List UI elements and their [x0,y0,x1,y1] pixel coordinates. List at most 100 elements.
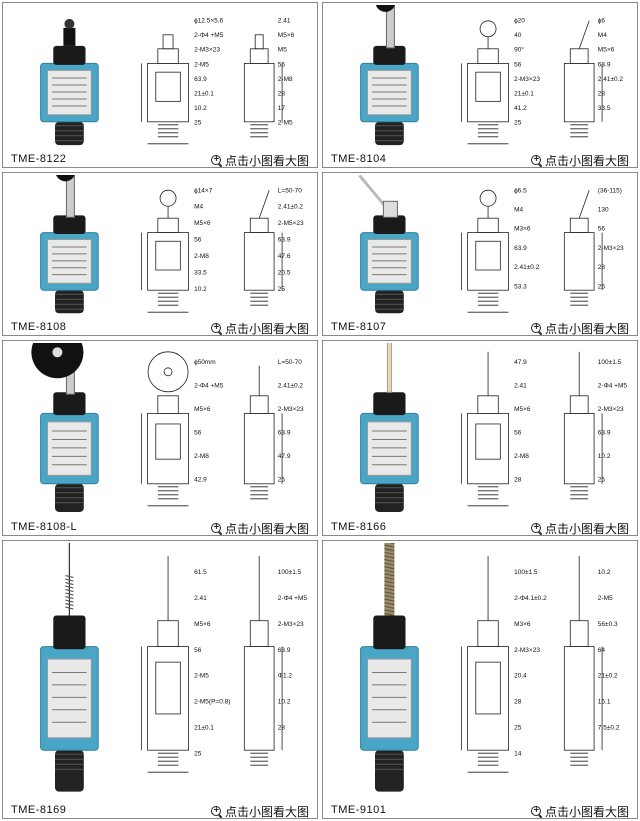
dimension-label: 100±1.5 [514,569,538,576]
view-large-link[interactable]: +点击小图看大图 [530,152,629,168]
model-label: TME-8107 [331,321,387,333]
dimension-label: M3×6 [514,226,531,233]
view-large-label: 点击小图看大图 [544,154,629,168]
dimension-label: 2-M5 [278,120,293,127]
technical-drawing [141,34,283,145]
dimension-label: 25 [278,476,286,483]
switch-photo [360,543,419,792]
model-label: TME-8122 [11,153,67,165]
dimension-label: 56 [194,647,202,654]
dimension-label: M4 [514,206,523,213]
switch-photo [360,5,419,146]
dimension-label: 40 [514,32,522,39]
dimension-label: 21±0.2 [598,673,618,680]
view-large-link[interactable]: +点击小图看大图 [210,320,309,336]
dimension-label: 33.5 [598,105,611,112]
dimension-label: M5 [278,47,287,54]
dimension-label: 130 [598,206,609,213]
dimension-label: 25 [514,120,522,127]
product-photo[interactable] [7,343,127,519]
dimension-label: (36-115) [598,187,622,194]
dimension-label: 2-M3×23 [598,406,624,413]
dimension-label: 28 [278,724,286,731]
switch-photo [40,175,99,314]
view-large-link[interactable]: +点击小图看大图 [210,520,309,535]
dimension-label: Φ1.2 [278,673,293,680]
dimension-label: 90° [514,46,524,54]
dimension-label: 63.9 [278,647,291,654]
switch-photo [31,343,99,512]
dimension-label: 2.41 [514,383,527,390]
dimension-label: 20.4 [514,673,527,680]
view-large-link[interactable]: +点击小图看大图 [530,320,629,336]
dimension-label: 2-M3×23 [278,621,304,628]
dimension-label: 2-Φ4 +M5 [194,32,224,39]
view-large-link[interactable]: +点击小图看大图 [210,152,309,167]
dimension-label: 20.5 [278,270,291,277]
dimension-label: 33.5 [194,270,207,277]
dimension-label: ɸ50mm [194,359,216,366]
view-large-link[interactable]: +点击小图看大图 [210,803,309,819]
switch-photo [40,543,99,792]
dimension-label: 2-M5(P=0.8) [194,699,230,706]
dimension-label: 25 [278,286,286,293]
dimension-label: 21±0.1 [194,724,214,731]
dimension-label: 2-M8 [194,253,209,260]
dimension-label: 10.2 [278,699,291,706]
view-large-link[interactable]: +点击小图看大图 [530,520,629,536]
technical-drawing [461,189,603,313]
technical-drawing [461,555,603,773]
dimension-label: 61.5 [194,569,207,576]
zoom-in-icon: + [210,522,223,535]
dimension-label: 10.2 [598,569,611,576]
dimension-label: 25 [598,283,606,290]
dimension-label: 63.9 [278,430,291,437]
dimension-label: 53.3 [514,283,527,290]
view-large-link[interactable]: +点击小图看大图 [530,803,629,818]
dimension-label: 2.41±0.2 [278,204,304,211]
product-photo[interactable] [327,175,447,319]
switch-photo [358,175,419,314]
view-large-label: 点击小图看大图 [224,322,309,336]
dimension-label: 28 [514,476,522,483]
dimension-label: 25 [194,120,202,127]
product-photo[interactable] [327,343,447,519]
view-large-label: 点击小图看大图 [224,805,309,819]
dimension-label: 63.9 [194,76,207,83]
dimension-label: 2-M8 [194,453,209,460]
model-label: TME-8108 [11,321,67,333]
dimension-label: 2-M3×23 [514,76,540,83]
dimension-label: 2-M3×23 [278,406,304,413]
dimension-label: L=50-70 [278,187,302,194]
product-photo[interactable] [327,5,447,151]
dimension-label: 63.9 [278,237,291,244]
technical-drawing [461,351,603,507]
dimension-label: M5×6 [514,406,531,413]
view-large-label: 点击小图看大图 [544,322,629,336]
dimension-label: 63.9 [514,245,527,252]
dimension-label: 14 [514,750,522,757]
dimension-label: 17 [278,105,286,112]
product-photo[interactable] [7,5,127,151]
product-photo[interactable] [327,543,447,802]
view-large-label: 点击小图看大图 [544,522,629,536]
product-photo[interactable] [7,175,127,319]
product-photo[interactable] [7,543,127,802]
dimension-label: ɸ6.5 [514,187,527,194]
dimension-label: 47.9 [278,453,291,460]
dimension-label: 2-M5×23 [278,220,304,227]
dimension-label: 56 [514,61,522,68]
